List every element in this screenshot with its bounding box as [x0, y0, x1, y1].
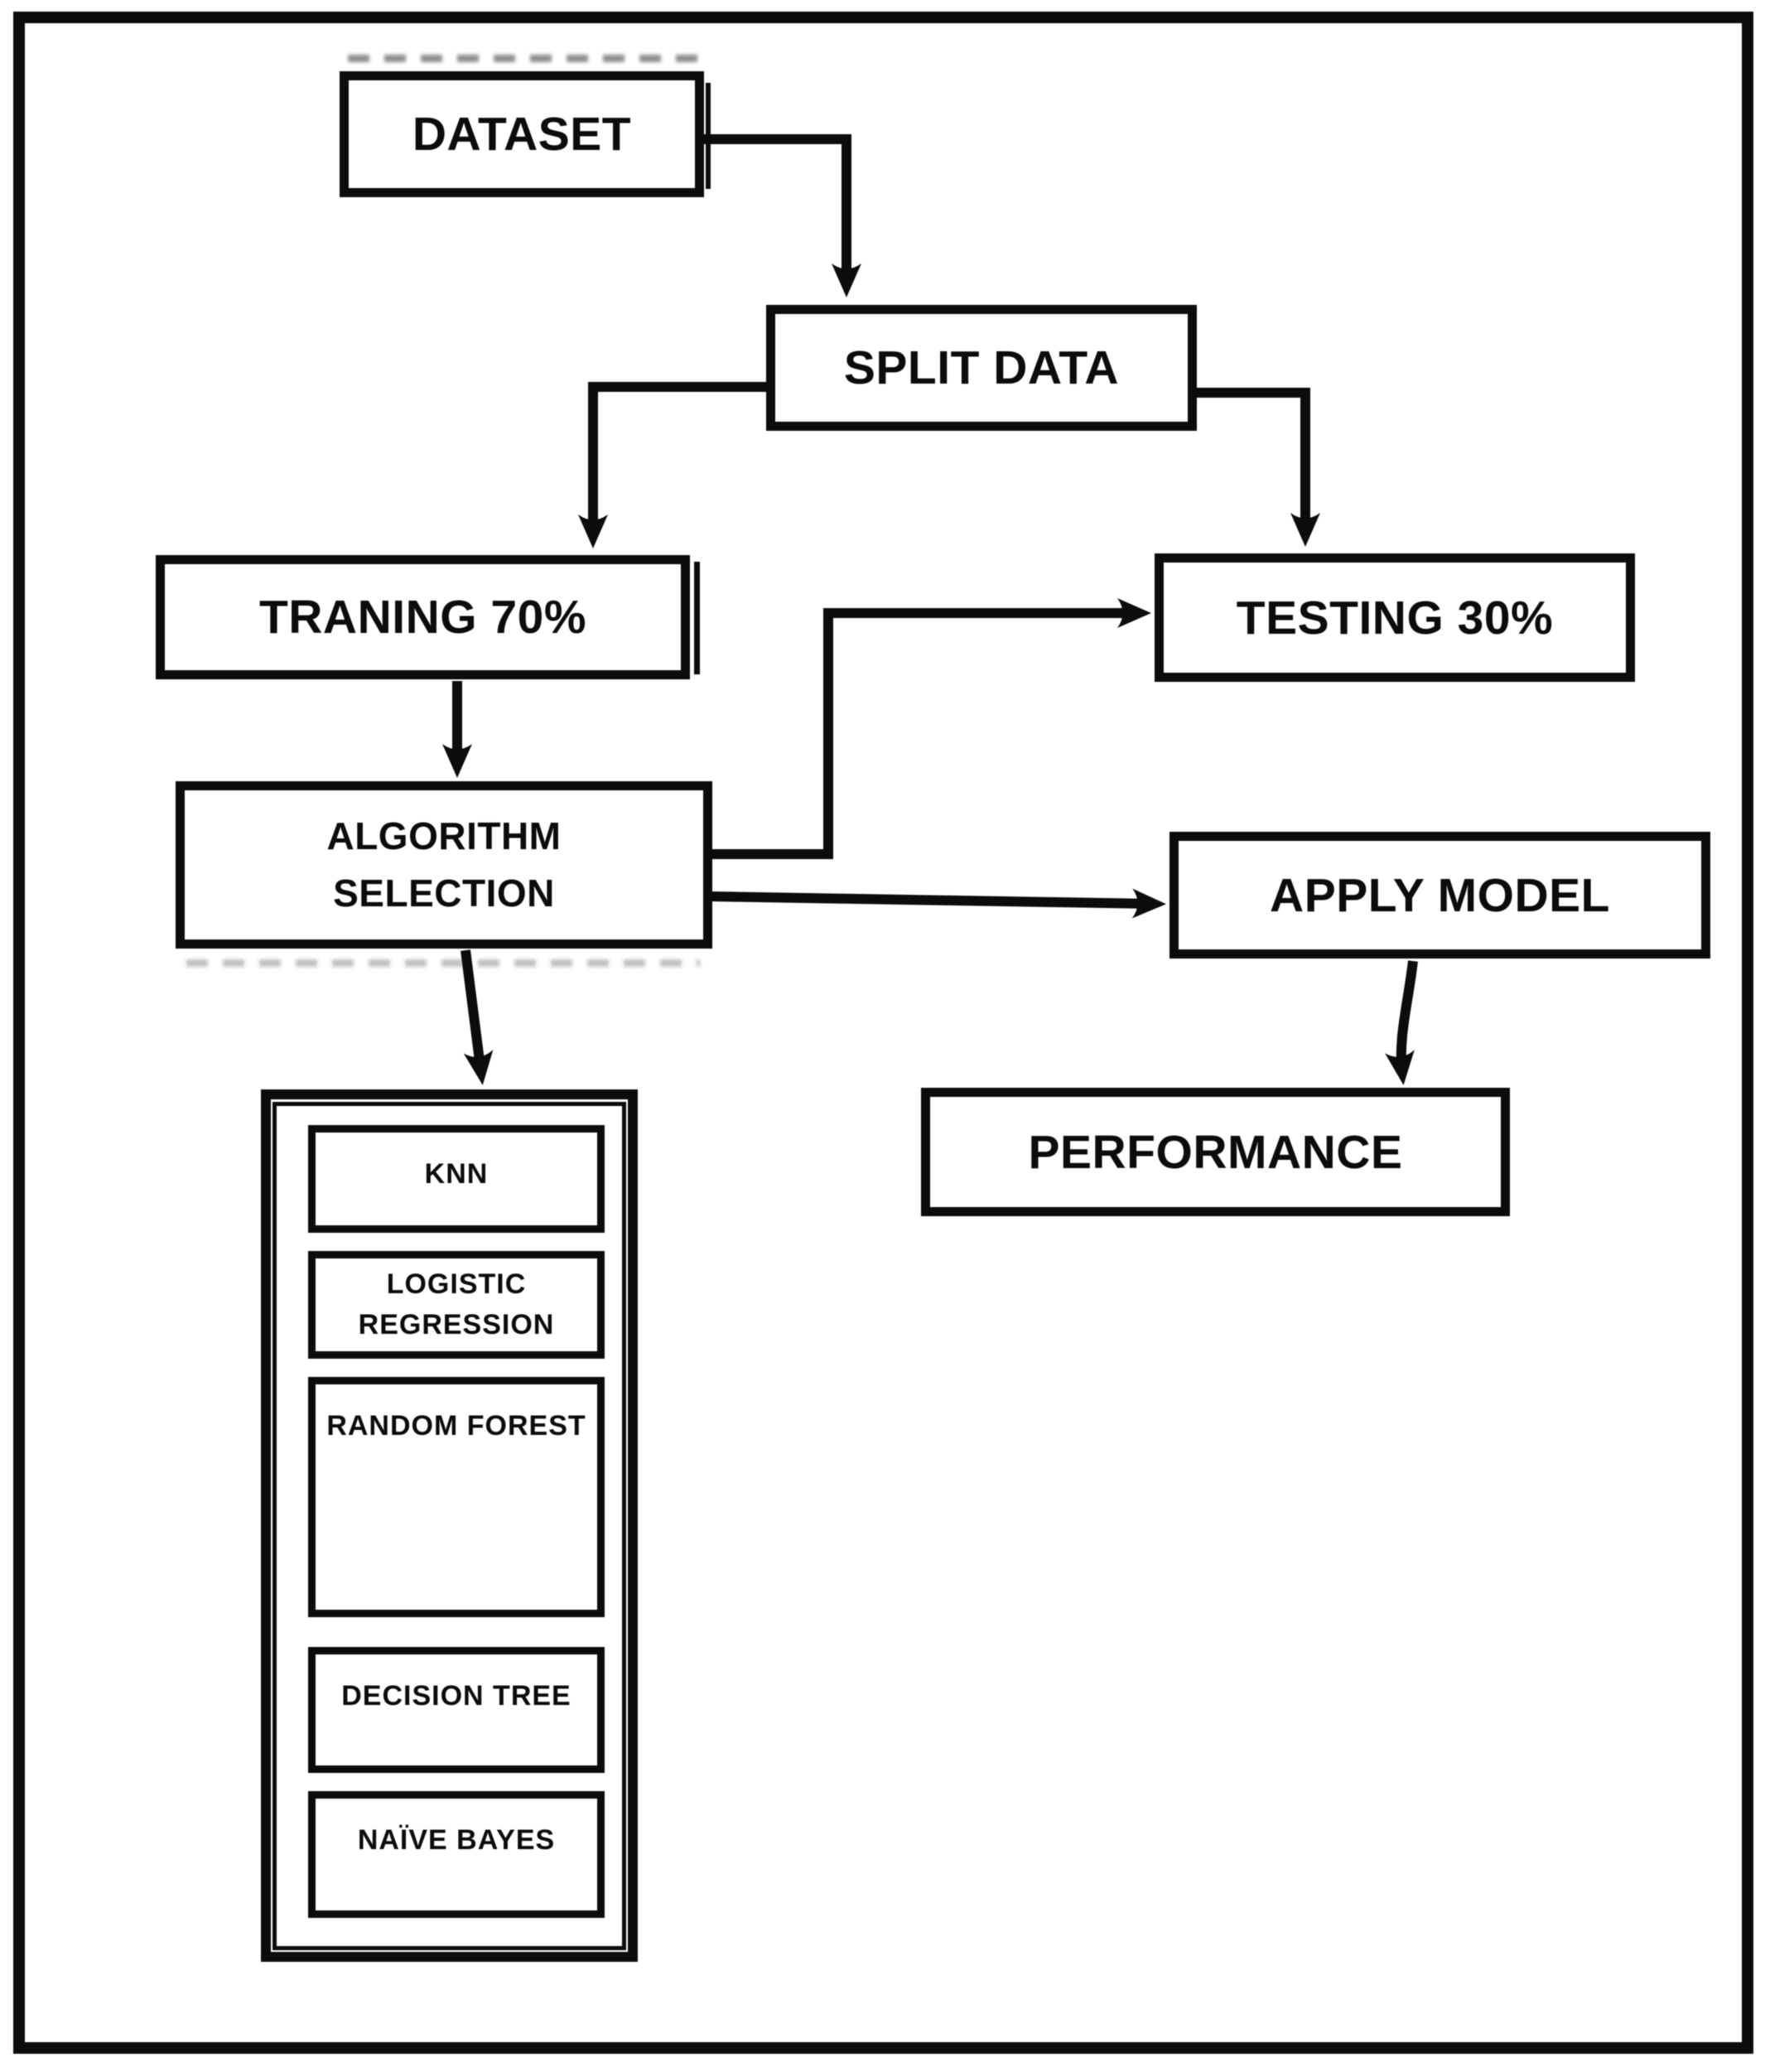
node-apply-model-label: APPLY MODEL — [1270, 868, 1610, 922]
box-edge-ghost — [694, 562, 700, 674]
arrow-algorithm-selection-to-apply-model — [710, 888, 1166, 919]
arrow-apply-model-to-performance — [1385, 960, 1418, 1085]
node-testing-label: TESTING 30% — [1236, 591, 1554, 645]
node-split-data-label: SPLIT DATA — [843, 341, 1120, 394]
node-knn: KNN — [308, 1125, 605, 1233]
node-apply-model: APPLY MODEL — [1169, 832, 1710, 959]
node-logistic-regression-label: LOGISTIC REGRESSION — [358, 1268, 555, 1340]
node-dataset-label: DATASET — [412, 108, 632, 161]
node-training: TRANING 70% — [156, 555, 690, 679]
node-algorithm-selection: ALGORITHM SELECTION — [176, 781, 712, 949]
page-border — [13, 12, 1753, 2054]
node-random-forest-label: RANDOM FOREST — [326, 1410, 586, 1442]
node-logistic-regression: LOGISTIC REGRESSION — [308, 1251, 605, 1359]
node-performance-label: PERFORMANCE — [1028, 1125, 1403, 1179]
arrow-dataset-to-split-data — [700, 134, 861, 297]
node-decision-tree: DECISION TREE — [308, 1647, 605, 1773]
arrow-algorithm-selection-to-algorithms — [461, 949, 494, 1085]
node-random-forest: RANDOM FOREST — [308, 1377, 605, 1617]
node-naive-bayes-label: NAÏVE BAYES — [357, 1824, 556, 1856]
node-training-label: TRANING 70% — [258, 591, 587, 644]
node-performance: PERFORMANCE — [921, 1088, 1510, 1216]
box-edge-ghost — [706, 83, 711, 189]
node-naive-bayes: NAÏVE BAYES — [308, 1791, 605, 1918]
node-testing: TESTING 30% — [1155, 553, 1635, 682]
node-dataset: DATASET — [340, 71, 704, 197]
node-split-data: SPLIT DATA — [766, 305, 1197, 431]
arrow-split-data-to-training — [578, 382, 766, 548]
node-knn-label: KNN — [424, 1158, 489, 1190]
node-algorithm-selection-label: ALGORITHM SELECTION — [326, 814, 562, 915]
arrow-algorithm-selection-to-testing — [711, 598, 1151, 859]
node-decision-tree-label: DECISION TREE — [341, 1680, 571, 1712]
scan-smudge-artifact — [186, 959, 700, 967]
scan-smudge-artifact — [348, 55, 700, 62]
arrow-split-data-to-testing — [1197, 388, 1320, 547]
